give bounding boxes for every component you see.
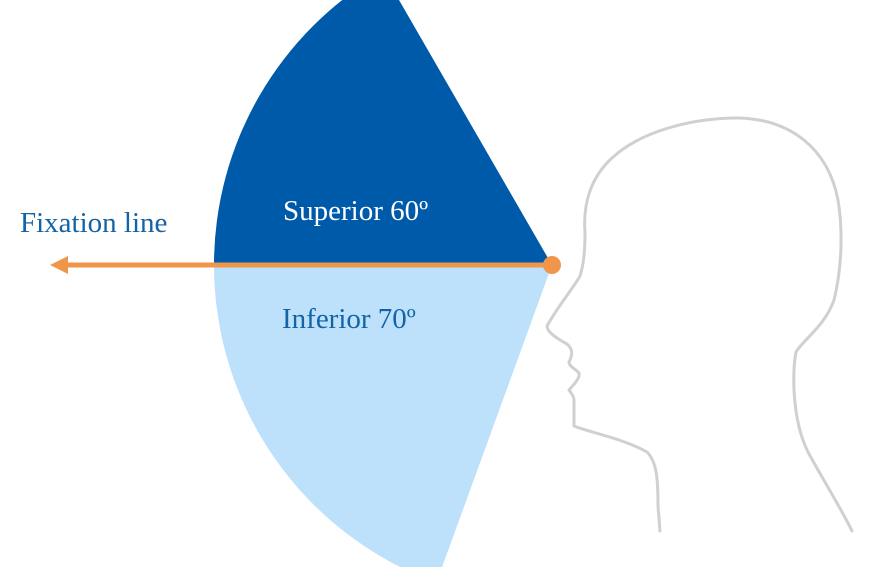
fixation-line-label: Fixation line: [20, 207, 167, 239]
inferior-field-sector: [214, 265, 552, 567]
superior-field-label: Superior 60º: [283, 195, 428, 227]
inferior-field-label: Inferior 70º: [282, 303, 416, 335]
superior-field-sector: [214, 0, 552, 265]
eye-point: [543, 256, 561, 274]
head-profile-outline: [545, 116, 854, 533]
fixation-arrowhead: [50, 256, 68, 274]
